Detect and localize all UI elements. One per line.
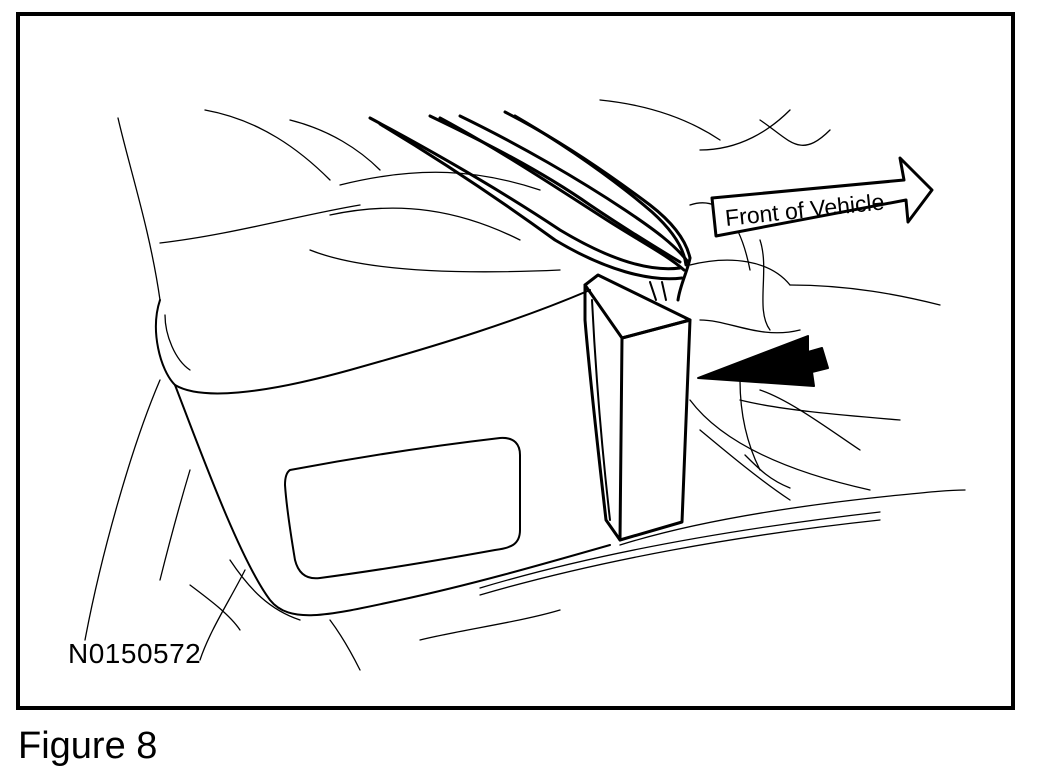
figure-caption: Figure 8 xyxy=(18,725,158,767)
lower-right-lines xyxy=(739,379,791,489)
module-box[interactable] xyxy=(583,273,692,542)
part-number: N0150572 xyxy=(68,638,202,669)
figure-frame xyxy=(16,12,1015,710)
pointer-arrow xyxy=(697,335,829,387)
front-of-vehicle-arrow: Front of Vehicle xyxy=(710,156,934,238)
background-sketch-lines xyxy=(117,99,941,501)
wire-harness xyxy=(368,110,692,302)
seat-cushion xyxy=(84,289,966,671)
